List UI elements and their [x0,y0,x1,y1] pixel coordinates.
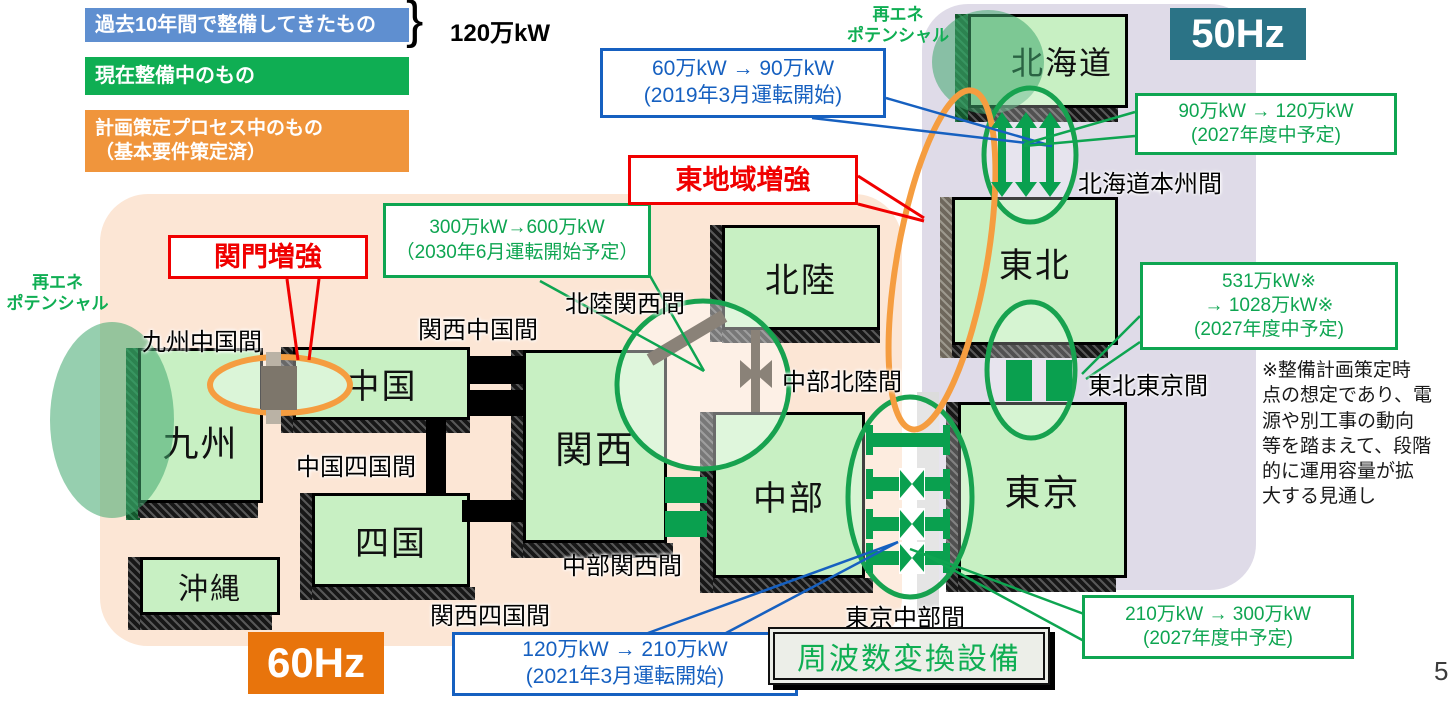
region-label-hokuriku: 北陸 [765,262,837,300]
callout-line: (2027年度中予定) [1143,628,1293,649]
region-box-kansai: 関西 [523,350,667,543]
region-box-chubu: 中部 [713,412,865,578]
callout-line: (2027年度中予定) [1194,319,1344,341]
callout-hokkaido-honshu-done: 60万kW → 90万kW (2019年3月運転開始) [600,48,886,118]
legend-item-planning: 計画策定プロセス中のもの （基本要件策定済） [85,110,409,172]
region-label-hokkaido: 北海道 [1010,45,1113,81]
callout-line: （2030年6月運転開始予定） [395,241,639,263]
renewable-label-hokkaido: 再エネ ポテンシャル [847,5,949,46]
callout-line: 120万kW → 210万kW [522,638,728,662]
link-label-kyushu-chugoku: 九州中国間 [142,329,262,356]
legend-label-current: 現在整備中のもの [95,64,255,87]
chugoku-shadow-bottom [293,420,470,433]
bracket-icon [406,0,423,46]
callout-line: 300万kW→600万kW [429,217,605,239]
region-box-chugoku: 中国 [293,347,470,420]
callout-tokyo-chubu-done: 120万kW → 210万kW (2021年3月運転開始) [452,632,798,696]
frequency-converter-box: 周波数変換設備 [768,627,1050,685]
callout-line: (2027年度中予定) [1191,125,1341,146]
badge-50hz: 50Hz [1170,8,1306,60]
shikoku-shadow-left [300,493,313,600]
chubu-shadow-left [700,412,714,593]
badge-60hz: 60Hz [248,632,384,694]
chubu-shadow-bottom [713,578,873,593]
region-label-tokyo: 東京 [1004,472,1081,513]
region-label-kansai: 関西 [554,430,635,472]
hokkaido-renewable-strip [955,14,969,122]
callout-line: 531万kW※ [1221,270,1317,292]
legend-past10-value: 120万kW [450,20,551,47]
link-label-tohoku-tokyo: 東北東京間 [1088,373,1208,400]
callout-east-area: 東地域増強 [628,155,858,205]
callout-line: 東地域増強 [675,164,811,195]
callout-line: 210万kW → 300万kW [1125,603,1311,625]
okinawa-shadow-left [128,557,140,630]
region-label-okinawa: 沖縄 [178,573,242,606]
legend-item-current: 現在整備中のもの [85,57,409,95]
chugoku-shadow-left [281,347,293,433]
callout-line: 60万kW → 90万kW [651,57,835,81]
note-text: ※整備計画策定時 点の想定であり、電 源や別工事の動向 等を踏まえて、段階 的に… [1262,360,1433,508]
badge-60hz-label: 60Hz [266,639,366,686]
region-box-hokuriku: 北陸 [722,225,880,330]
region-label-chubu: 中部 [753,479,825,518]
callout-hokkaido-honshu-plan: 90万kW → 120万kW (2027年度中予定) [1135,93,1397,155]
callout-line: (2019年3月運転開始) [643,84,843,107]
link-label-chubu-kansai: 中部関西間 [562,553,682,580]
link-bar-kansai-shikoku [462,500,525,522]
callout-kansai-hokuriku-plan: 300万kW→600万kW （2030年6月運転開始予定） [383,203,651,278]
link-label-hokkaido-honshu: 北海道本州間 [1078,171,1222,198]
link-label-kansai-chugoku: 関西中国間 [418,317,538,344]
link-label-hokuriku-kansai: 北陸関西間 [565,291,685,318]
renewable-label-kyushu: 再エネ ポテンシャル [6,273,109,314]
page-number: 5 [1434,656,1449,686]
region-box-okinawa: 沖縄 [140,557,280,615]
legend-item-past10: 過去10年間で整備してきたもの [85,8,409,42]
callout-kanmon: 関門増強 [168,235,368,279]
callout-line: (2021年3月運転開始) [525,665,725,688]
kyushu-shadow-bottom [138,503,258,518]
region-box-shikoku: 四国 [312,493,470,587]
badge-50hz-label: 50Hz [1191,11,1285,56]
callout-line: → 1028万kW※ [1204,294,1334,316]
link-label-chugoku-shikoku: 中国四国間 [296,454,416,481]
link-label-kansai-shikoku: 関西四国間 [430,603,550,630]
frequency-boundary-band [917,392,939,614]
link-label-chubu-hokuriku: 中部北陸間 [782,369,902,396]
region-box-kyushu: 九州 [138,348,263,503]
region-box-tohoku: 東北 [952,197,1118,345]
shikoku-shadow-bottom [312,587,475,600]
hokkaido-shadow [968,108,1118,122]
region-label-chugoku: 中国 [345,368,418,406]
link-bar-chugoku-shikoku [426,420,446,495]
tokyo-shadow-bottom [958,578,1116,592]
frequency-converter-label: 周波数変換設備 [797,643,1021,676]
callout-tohoku-tokyo-plan: 531万kW※ → 1028万kW※ (2027年度中予定) [1140,262,1398,350]
region-label-tohoku: 東北 [999,246,1071,285]
region-label-kyushu: 九州 [162,422,239,464]
legend-label-planning-line1: 計画策定プロセス中のもの [95,118,324,140]
region-box-tokyo: 東京 [958,402,1127,578]
okinawa-shadow-bottom [140,615,272,630]
link-bar-kansai-chugoku-1 [468,356,525,384]
kansai-shadow-bottom [523,543,673,558]
link-bar-kansai-chugoku-2 [468,390,525,416]
legend-label-planning-line2: （基本要件策定済） [95,142,267,163]
callout-line: 関門増強 [214,241,322,272]
callout-line: 90万kW → 120万kW [1178,100,1354,122]
hokuriku-shadow-bottom [722,330,880,343]
legend-label-past10: 過去10年間で整備してきたもの [95,13,377,36]
region-label-shikoku: 四国 [355,524,427,563]
tohoku-shadow-bottom [952,345,1108,358]
callout-tokyo-chubu-plan: 210万kW → 300万kW (2027年度中予定) [1082,595,1354,659]
region-box-hokkaido: 北海道 [968,14,1128,108]
